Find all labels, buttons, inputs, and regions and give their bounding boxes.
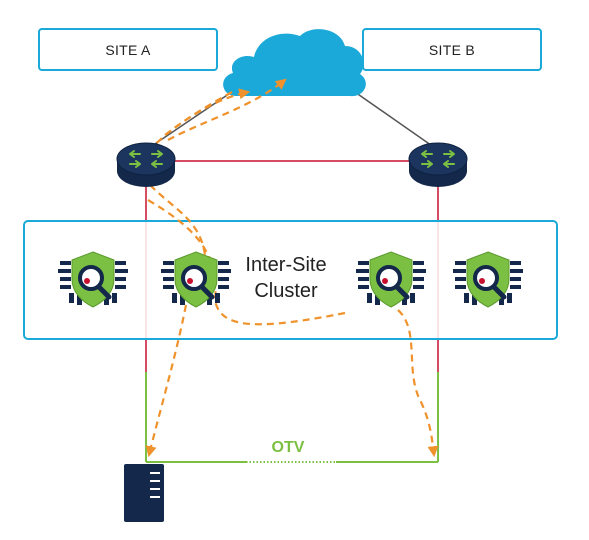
traffic-to-siteB-link [397, 309, 439, 458]
cloud-icon [223, 29, 366, 97]
site-a-label: SITE A [105, 41, 151, 58]
cluster-box [23, 220, 558, 340]
site-b-label: SITE B [428, 41, 476, 58]
cluster-label: Inter-Site Cluster [228, 252, 344, 304]
site-b-box: SITE B [362, 28, 542, 71]
site-a-box: SITE A [38, 28, 218, 71]
traffic-to-server [145, 304, 188, 458]
cluster-label-line1: Inter-Site [245, 254, 327, 276]
traffic-paths [145, 78, 439, 458]
traffic-to-cloud-2 [167, 78, 287, 141]
otv-label: OTV [271, 439, 305, 456]
cluster-label-line2: Cluster [254, 280, 318, 302]
server-icon [124, 464, 164, 522]
router-icon [408, 142, 468, 188]
traffic-cloud-to-router [151, 91, 233, 149]
router-icon [116, 142, 176, 188]
traffic-sensor2-to-sensor3 [147, 199, 351, 326]
